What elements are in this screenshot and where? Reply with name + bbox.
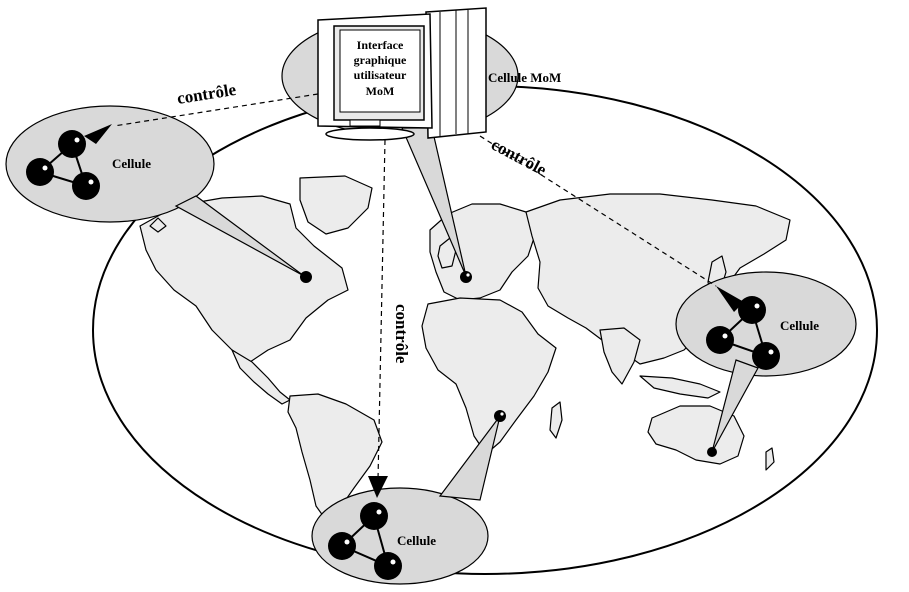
cell-au-label: Cellule (780, 318, 819, 333)
cell-sa-label: Cellule (397, 533, 436, 548)
mom-cell: Interface graphique utilisateur MoM Cell… (281, 7, 561, 283)
continent-madagascar (549, 401, 563, 439)
cell-au-arrowhead (716, 286, 744, 312)
continent-antarctic-fragment (149, 217, 167, 233)
cell-au-node-right (752, 342, 780, 370)
monitor-screen-line-4: MoM (366, 84, 395, 98)
monitor-screen-line-2: graphique (354, 53, 407, 67)
cell-sa-bubble (311, 487, 489, 585)
cell-na-node-right (72, 172, 100, 200)
control-link-right (479, 135, 717, 287)
cell-south-africa: Cellule (311, 410, 506, 585)
control-link-left (113, 93, 319, 127)
monitor-screen-line-1: Interface (357, 38, 404, 52)
control-label-vertical: contrôle (392, 304, 411, 364)
continent-north-america (139, 195, 349, 363)
monitor-stand (325, 127, 415, 141)
cell-na-label: Cellule (112, 156, 151, 171)
europe-node (460, 271, 472, 283)
control-label-left: contrôle (176, 80, 238, 108)
cell-na-location (300, 271, 312, 283)
mom-cell-label: Cellule MoM (488, 70, 561, 85)
cell-na-node-left (26, 158, 54, 186)
cell-au-node-left (706, 326, 734, 354)
cell-sa-node-right (374, 552, 402, 580)
continent-new-zealand (765, 447, 775, 471)
cell-sa-pointer (438, 415, 501, 501)
cell-au-pointer (711, 359, 759, 453)
continent-central-america (231, 349, 291, 405)
continent-europe (429, 203, 537, 301)
cell-sa-node-left (328, 532, 356, 560)
cell-north-america: Cellule (5, 105, 312, 283)
cell-sa-node-top (360, 502, 388, 530)
continent-greenland (299, 175, 373, 235)
cell-na-node-top (58, 130, 86, 158)
cell-au-node-top (738, 296, 766, 324)
control-links (113, 93, 717, 481)
cell-na-arrowhead (84, 124, 112, 144)
monitor-screen-line-3: utilisateur (354, 68, 407, 82)
control-link-vertical-arrowhead (368, 476, 388, 498)
continent-indonesia (639, 375, 721, 399)
control-link-vertical (377, 139, 386, 481)
cell-sa-location (494, 410, 506, 422)
cell-na-bubble (5, 105, 215, 223)
continent-africa (421, 297, 557, 455)
cell-na-pointer (174, 195, 305, 277)
monitor (317, 7, 487, 141)
cell-australia: Cellule (675, 271, 857, 457)
continent-india (599, 327, 641, 385)
world-map (139, 175, 791, 521)
cell-au-location (707, 447, 717, 457)
